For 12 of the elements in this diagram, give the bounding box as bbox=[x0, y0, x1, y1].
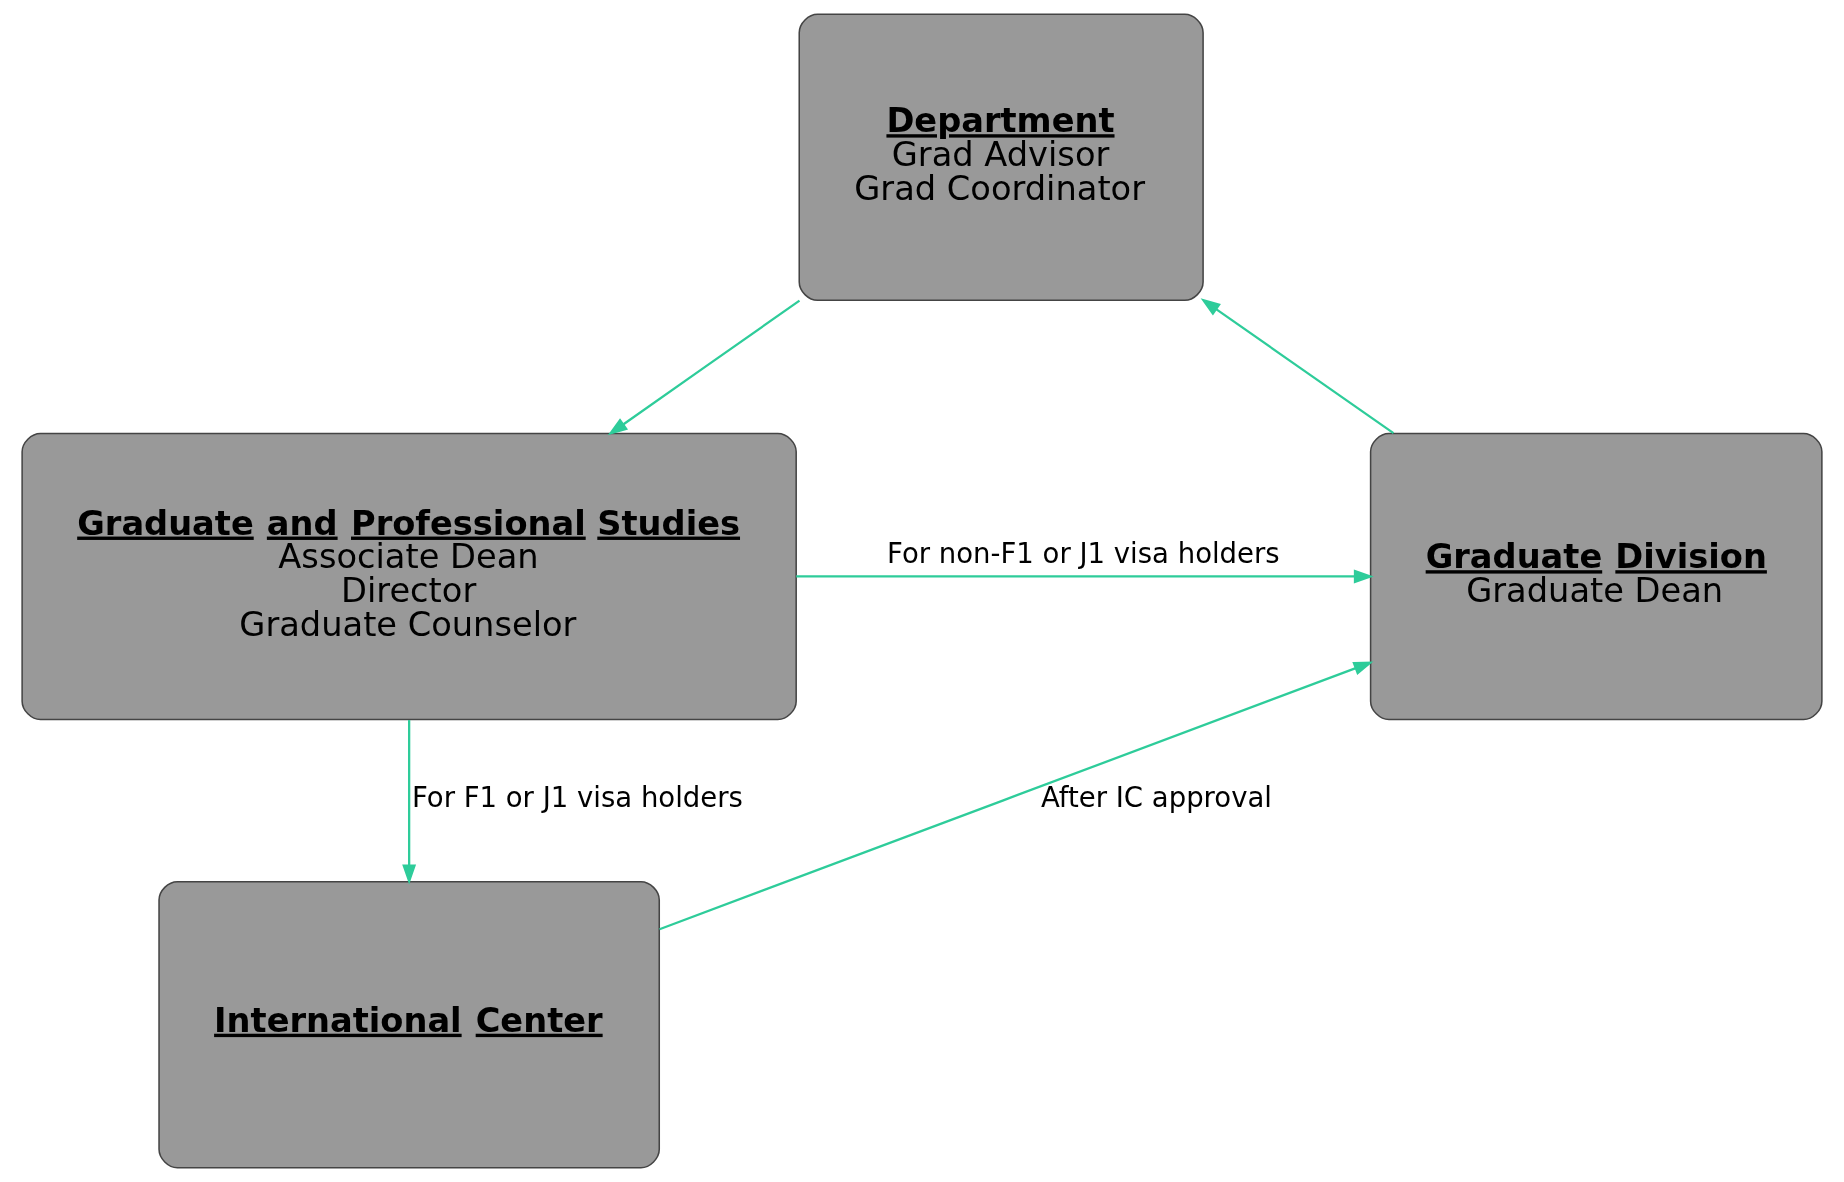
node-box: International Center bbox=[158, 880, 661, 1169]
arrow bbox=[402, 720, 417, 885]
arrow bbox=[659, 661, 1374, 931]
edge-label: For F1 or J1 visa holders bbox=[411, 781, 743, 814]
node-box: Department Grad Advisor Grad Coordinator bbox=[798, 13, 1204, 302]
node-box: Graduate Division Graduate Dean bbox=[1369, 432, 1823, 721]
arrow bbox=[796, 569, 1374, 584]
arrow bbox=[1200, 298, 1395, 435]
edge-label: After IC approval bbox=[1040, 781, 1272, 814]
arrow bbox=[607, 299, 801, 436]
node-box: Graduate and Professional Studies Associate Dean Director Graduate Counselor bbox=[21, 432, 797, 721]
edge-label: For non-F1 or J1 visa holders bbox=[887, 537, 1280, 570]
